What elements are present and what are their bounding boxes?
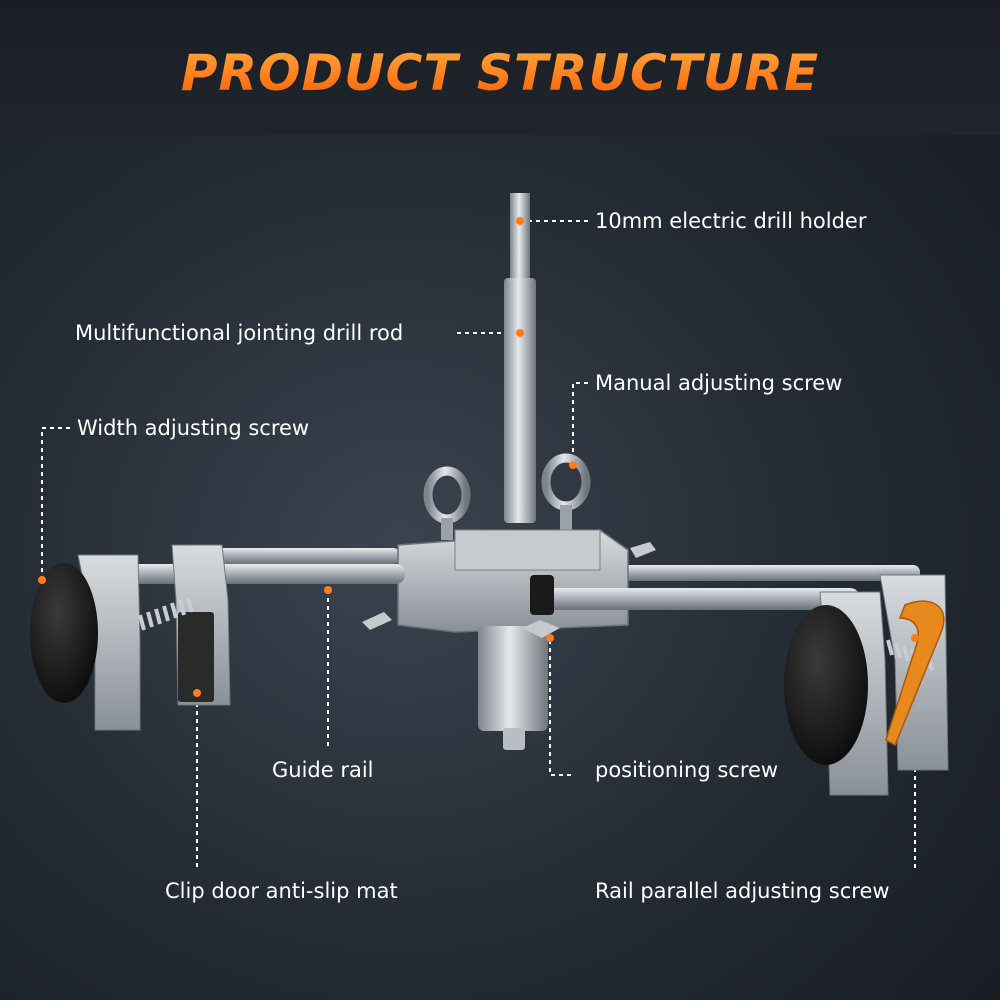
wing-screw-right bbox=[630, 542, 656, 558]
label-positioning-screw: positioning screw bbox=[595, 758, 779, 782]
guide-rail-front-right bbox=[540, 588, 860, 610]
guide-rail-front-left bbox=[125, 564, 405, 584]
marker-dot-positioning-screw bbox=[546, 634, 554, 642]
marker-dot-manual-screw bbox=[569, 461, 577, 469]
width-adjusting-knob bbox=[30, 563, 98, 703]
marker-dot-anti-slip-mat bbox=[193, 689, 201, 697]
drill-tip bbox=[503, 728, 525, 750]
eye-bolt-left bbox=[423, 466, 471, 524]
label-width-screw: Width adjusting screw bbox=[77, 416, 310, 440]
eye-bolt-right bbox=[541, 453, 591, 511]
marker-dot-drill-holder bbox=[516, 217, 524, 225]
rail-parallel-lever bbox=[885, 600, 945, 747]
page-title: PRODUCT STRUCTURE bbox=[0, 38, 1000, 108]
eye-bolt-left-stem bbox=[441, 518, 453, 540]
positioning-screw-knob bbox=[530, 575, 554, 615]
wing-screw-center bbox=[522, 620, 560, 638]
wing-screw-left bbox=[362, 612, 392, 630]
label-guide-rail: Guide rail bbox=[272, 758, 374, 782]
marker-dot-guide-rail bbox=[324, 586, 332, 594]
drill-housing bbox=[478, 626, 548, 731]
marker-dot-drill-rod bbox=[516, 329, 524, 337]
guide-rail-back-right bbox=[620, 565, 920, 581]
marker-dots bbox=[38, 217, 919, 697]
eye-bolt-right-stem bbox=[560, 505, 572, 530]
marker-dot-rail-parallel-screw bbox=[911, 634, 919, 642]
label-drill-rod: Multifunctional jointing drill rod bbox=[75, 321, 404, 345]
label-rail-parallel-screw: Rail parallel adjusting screw bbox=[595, 879, 890, 903]
label-anti-slip-mat: Clip door anti-slip mat bbox=[165, 879, 398, 903]
label-manual-screw: Manual adjusting screw bbox=[595, 371, 843, 395]
center-block-top bbox=[454, 529, 601, 571]
anti-slip-mat-left bbox=[178, 612, 214, 702]
marker-dot-width-screw bbox=[38, 576, 46, 584]
title-band bbox=[0, 0, 1000, 135]
drill-rod bbox=[504, 278, 536, 523]
guide-rail-back-left bbox=[210, 548, 400, 564]
rail-parallel-knob bbox=[784, 605, 868, 765]
left-clamp-spring bbox=[138, 597, 194, 631]
label-drill-holder: 10mm electric drill holder bbox=[595, 209, 867, 233]
drill-holder-shank bbox=[510, 193, 530, 278]
